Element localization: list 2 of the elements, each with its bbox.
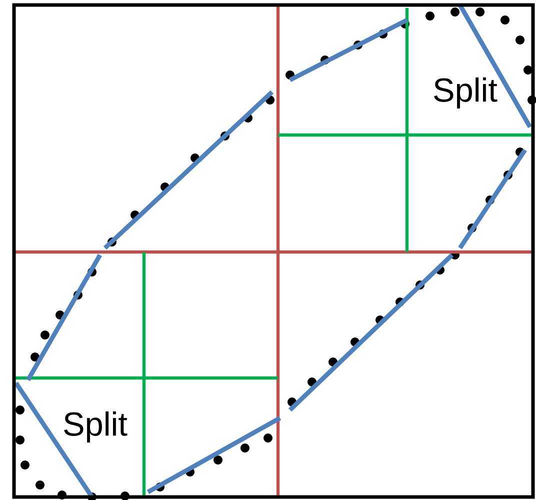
split-label: Split: [64, 411, 128, 443]
split-label: Split: [434, 77, 498, 109]
